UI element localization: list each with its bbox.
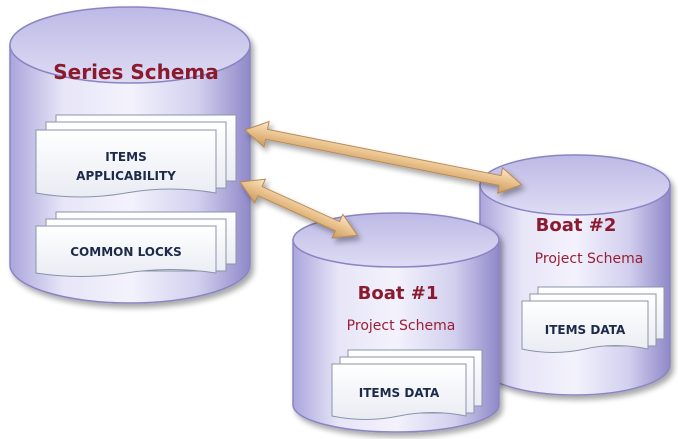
items-applicability-stack (35, 114, 237, 198)
arrow-series-to-boat2 (244, 120, 523, 195)
boat1-items-data-stack (331, 349, 483, 420)
boat2-items-data-stack (521, 286, 665, 353)
applicability-label: APPLICABILITY (76, 169, 176, 183)
boat2-items-data-label: ITEMS DATA (545, 323, 626, 337)
boat2-cylinder (479, 154, 671, 396)
boat2-title: Boat #2 (536, 215, 617, 236)
series-schema-title: Series Schema (53, 60, 219, 84)
boat1-items-data-label: ITEMS DATA (359, 386, 440, 400)
arrow-series-to-boat1 (239, 178, 359, 239)
items-label: ITEMS (105, 150, 146, 164)
boat1-subtitle: Project Schema (347, 318, 456, 334)
common-locks-stack (35, 211, 237, 277)
boat1-title: Boat #1 (358, 283, 439, 304)
boat2-subtitle: Project Schema (535, 251, 644, 267)
common-locks-label: COMMON LOCKS (70, 245, 181, 259)
